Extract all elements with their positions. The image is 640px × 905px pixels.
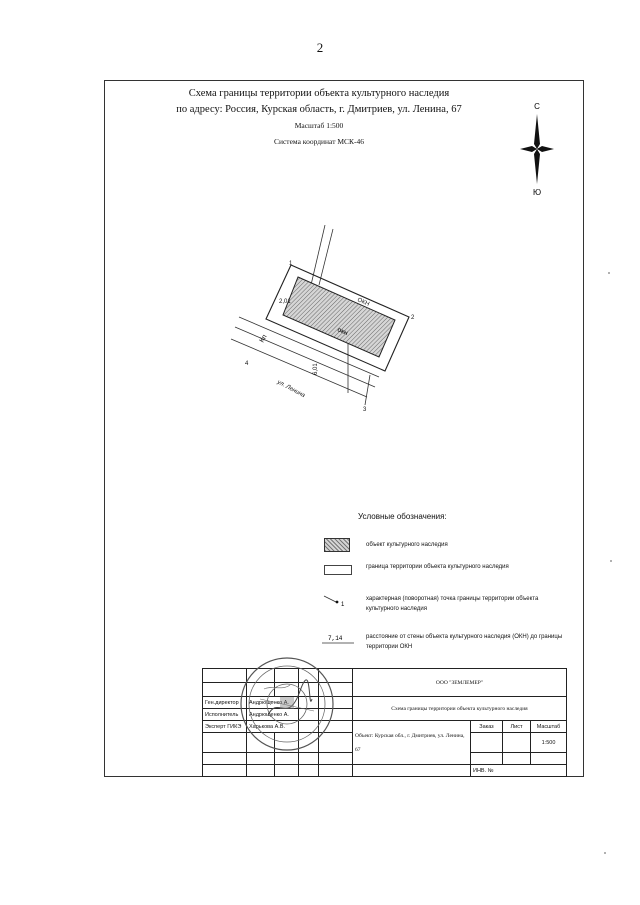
drawing-title-line1: Схема границы территории объекта культур… [188, 88, 450, 99]
legend-title: Условные обозначения: [358, 512, 447, 521]
coordinate-system: Система координат МСК-46 [273, 137, 365, 146]
scan-speck [604, 852, 606, 854]
sheet-label: Лист [502, 720, 531, 733]
street-label: ул. Ленина [275, 379, 306, 399]
scale-label: Масштаб [530, 720, 567, 733]
page-number: 2 [316, 40, 324, 55]
kn-label: Кп [259, 334, 269, 344]
compass-south-label: Ю [533, 188, 541, 197]
legend-distance-icon: 7,14 [320, 632, 356, 648]
legend-hatch-icon [320, 536, 356, 552]
title-block: ООО "ЗЕМЛЕМЕР" Ген.директор Андрющенко А… [202, 668, 567, 777]
legend-text-turning-point: характерная (поворотная) точка границы т… [366, 596, 539, 612]
dimension-side: 6,01 [313, 363, 319, 375]
compass-north-label: С [534, 102, 540, 111]
legend-turning-point-icon: 1 [320, 594, 356, 610]
scan-speck [608, 272, 610, 274]
legend-text-boundary: граница территории объекта культурного н… [366, 564, 509, 570]
okn-label-top: ОКН [356, 297, 370, 307]
legend-item-heritage-object: объект культурного наследия [320, 536, 580, 566]
point-1-label: 1 [289, 261, 293, 267]
legend-item-turning-point: 1 характерная (поворотная) точка границы… [320, 594, 580, 624]
okn-label: ОКН [336, 327, 348, 337]
point-4-label: 4 [245, 361, 249, 367]
order-label: Заказ [470, 720, 503, 733]
legend-distance-symbol: 7,14 [328, 635, 343, 642]
legend-boundary-icon [320, 562, 356, 578]
scan-speck [610, 560, 612, 562]
site-sketch: 1 2 3 4 ОКН ОКН Кп 2,01 6,01 ул. Ленина [230, 225, 415, 413]
company-name: ООО "ЗЕМЛЕМЕР" [352, 668, 567, 697]
inventory-number-label: ИНВ. № [470, 764, 567, 777]
dimension-top: 2,01 [279, 299, 291, 305]
point-2-label: 2 [411, 315, 415, 321]
legend-item-boundary: граница территории объекта культурного н… [320, 562, 580, 592]
object-address: Объект: Курская обл., г. Дмитриев, ул. Л… [352, 720, 471, 765]
legend-item-distance: 7,14 расстояние от стены объекта культур… [320, 632, 580, 662]
drawing-sheet [104, 80, 584, 777]
legend-text-heritage-object: объект культурного наследия [366, 542, 448, 548]
legend-text-distance: расстояние от стены объекта культурного … [366, 634, 563, 650]
drawing-title-line2: по адресу: Россия, Курская область, г. Д… [176, 104, 462, 115]
compass-rose-icon: С Ю [520, 102, 554, 197]
drawing-scale: Масштаб 1:500 [294, 121, 344, 130]
point-3-label: 3 [363, 407, 367, 413]
scale-value: 1:500 [530, 732, 567, 753]
drawing-header: Схема границы территории объекта культур… [104, 86, 534, 150]
legend-point-symbol: 1 [341, 602, 345, 608]
drawing-title-stamp: Схема границы территории объекта культур… [352, 696, 567, 721]
seal-stamp-icon [240, 657, 334, 751]
